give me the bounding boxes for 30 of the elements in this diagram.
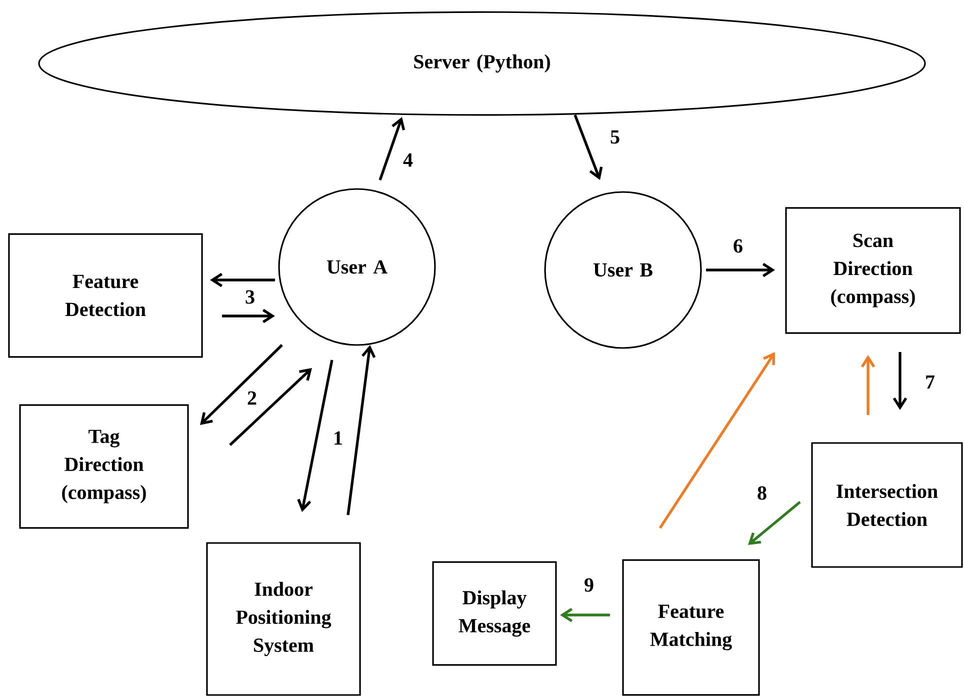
- arrow: [706, 262, 775, 278]
- edge-label: 3: [244, 288, 256, 306]
- edge-label: 8: [756, 484, 768, 502]
- edge-label: 7: [924, 374, 936, 390]
- arrow: [200, 344, 283, 425]
- process-box: Tag Direction (compass): [19, 404, 189, 529]
- process-box: Feature Matching: [622, 559, 760, 696]
- edge-label: 4: [402, 152, 414, 168]
- process-box: Intersection Detection: [811, 442, 963, 568]
- process-box: Feature Detection: [8, 233, 203, 358]
- arrow: [378, 117, 406, 180]
- edge-label: 1: [332, 430, 344, 446]
- edge-label: 6: [732, 238, 744, 254]
- arrow: [860, 355, 876, 415]
- arrow: [210, 272, 275, 288]
- arrow: [658, 352, 775, 529]
- arrow: [297, 360, 334, 512]
- edge-label: 9: [582, 576, 596, 594]
- arrow: [574, 114, 603, 180]
- arrow: [222, 308, 275, 324]
- edge-label: 2: [246, 390, 258, 406]
- arrow: [560, 608, 610, 622]
- arrow: [892, 352, 908, 410]
- process-box: Display Message: [432, 561, 557, 666]
- arrow: [229, 368, 312, 446]
- process-box: Scan Direction (compass): [785, 207, 961, 334]
- arrow: [346, 345, 376, 516]
- edge-label: 5: [608, 129, 622, 145]
- process-box: Indoor Positioning System: [206, 542, 361, 696]
- arrow: [748, 500, 801, 546]
